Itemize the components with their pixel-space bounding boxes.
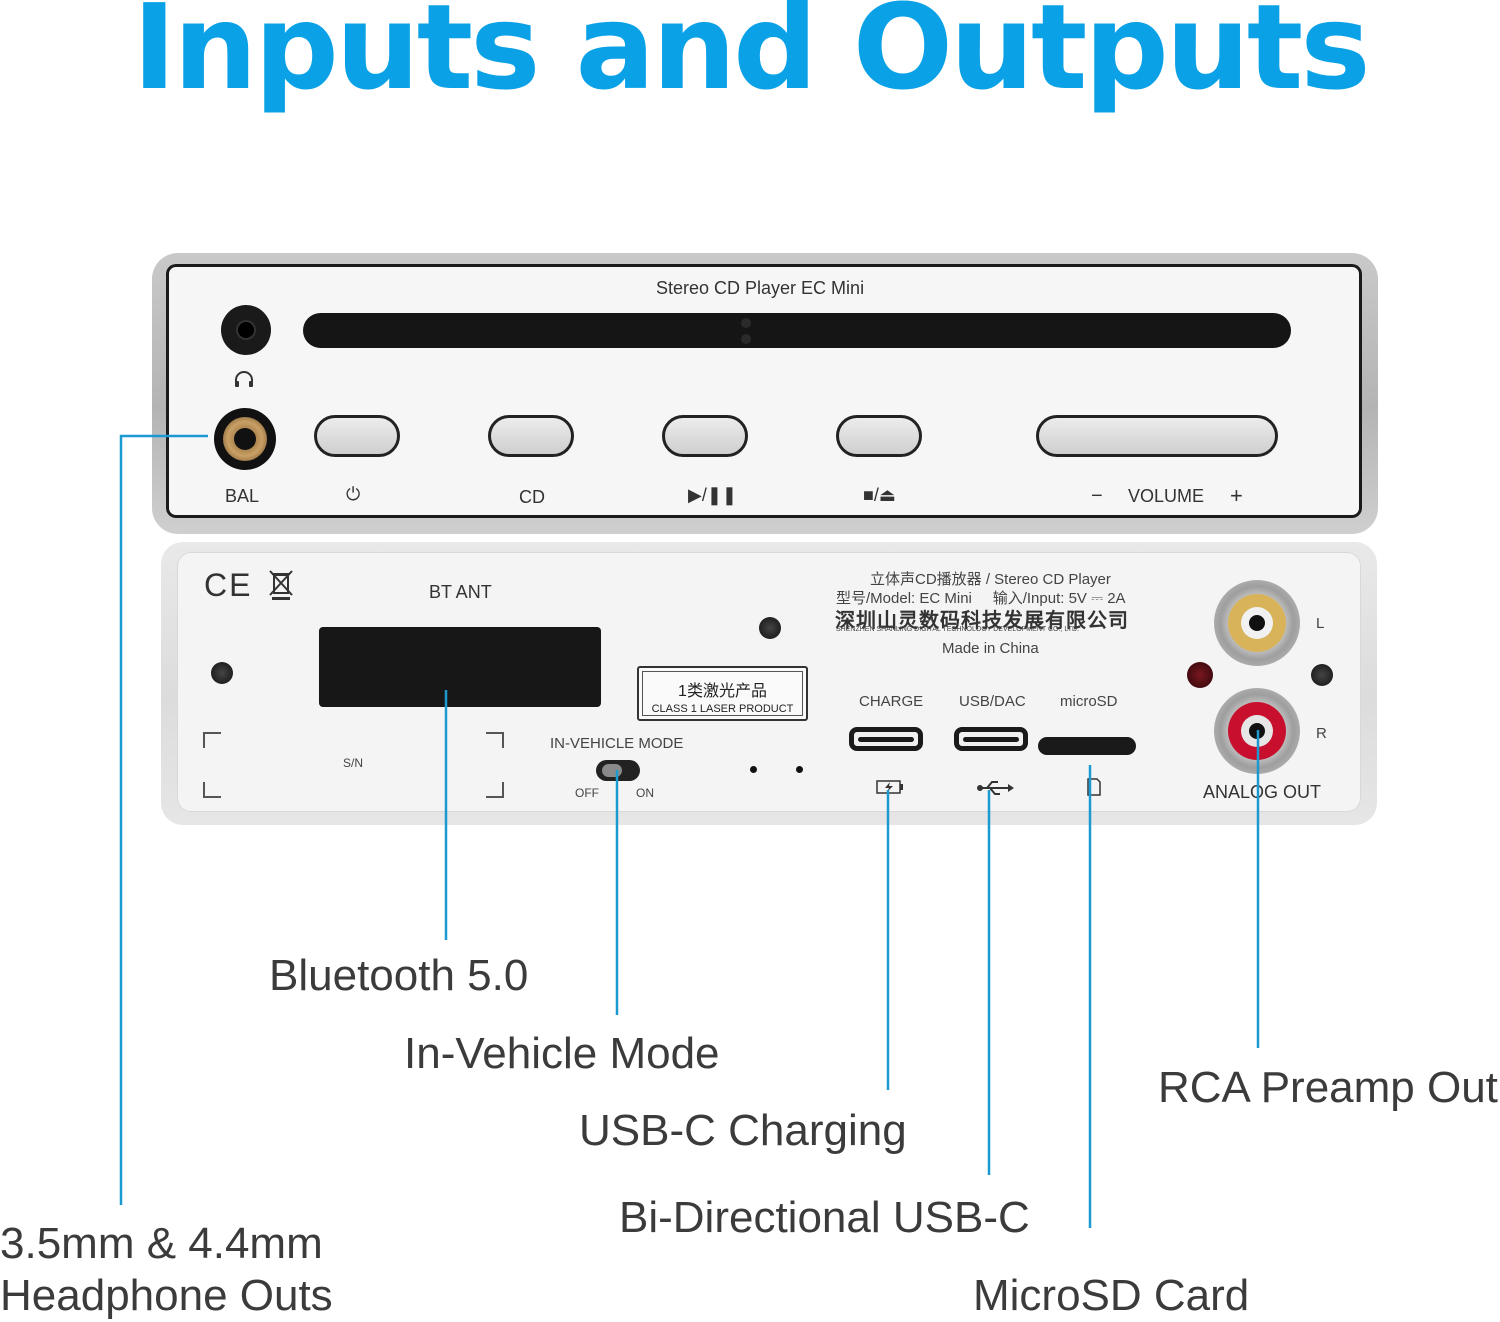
- sn-corner: [203, 732, 221, 748]
- usb-icon: [977, 781, 1014, 795]
- stop-eject-icon: ■/⏏: [863, 485, 896, 505]
- power-button[interactable]: [314, 415, 400, 457]
- company-name-en: SHENZHEN SHANLING DIGITAL TECHNOLOGY DEV…: [836, 626, 1079, 633]
- play-pause-button[interactable]: [662, 415, 748, 457]
- indicator-dot: [796, 766, 803, 773]
- sn-corner: [203, 782, 221, 798]
- volume-rocker[interactable]: [1036, 415, 1278, 457]
- rca-left-output[interactable]: [1214, 580, 1300, 666]
- headphone-jack-4-4mm-balanced[interactable]: [214, 408, 276, 470]
- switch-on-label: ON: [636, 786, 654, 800]
- rca-right-label: R: [1316, 725, 1327, 742]
- callout-bluetooth: Bluetooth 5.0: [269, 951, 529, 1000]
- front-panel-title: Stereo CD Player EC Mini: [656, 278, 865, 298]
- made-in-label: Made in China: [942, 640, 1039, 657]
- bt-ant-label: BT ANT: [429, 582, 492, 602]
- volume-label: VOLUME: [1128, 486, 1205, 506]
- laser-cn: 1类激光产品: [678, 683, 767, 700]
- laser-en: CLASS 1 LASER PRODUCT: [651, 703, 794, 715]
- screw: [1311, 664, 1333, 686]
- usb-dac-label: USB/DAC: [959, 693, 1026, 710]
- company-name-cn: 深圳山灵数码科技发展有限公司: [835, 610, 1129, 632]
- volume-minus-label: −: [1091, 485, 1103, 507]
- sd-card-icon: [1087, 778, 1101, 796]
- headphone-icon: [235, 371, 253, 387]
- sn-label: S/N: [343, 756, 364, 770]
- ce-mark: CE: [204, 567, 253, 603]
- callout-usb-charging: USB-C Charging: [579, 1106, 907, 1155]
- cd-label: CD: [519, 487, 545, 507]
- bal-label: BAL: [225, 486, 260, 506]
- info-line-1: 立体声CD播放器 / Stereo CD Player: [870, 571, 1111, 588]
- screw: [759, 617, 781, 639]
- disc-slot[interactable]: [303, 313, 1291, 348]
- usb-c-charge-port[interactable]: [849, 727, 923, 751]
- info-line-2: 型号/Model: EC Mini 输入/Input: 5V ⎓ 2A: [836, 590, 1126, 607]
- microsd-slot[interactable]: [1038, 737, 1136, 755]
- status-led: [1187, 662, 1213, 688]
- volume-plus-label: +: [1230, 483, 1243, 508]
- rca-left-label: L: [1316, 615, 1325, 632]
- callout-vehicle-mode: In-Vehicle Mode: [404, 1029, 720, 1078]
- callout-microsd: MicroSD Card: [973, 1271, 1250, 1320]
- callout-bidirectional-usb: Bi-Directional USB-C: [619, 1193, 1030, 1242]
- vehicle-mode-label: IN-VEHICLE MODE: [550, 735, 684, 752]
- play-pause-icon: ▶/❚❚: [688, 485, 738, 505]
- front-panel: [152, 253, 1378, 534]
- headphone-callout-line: [119, 434, 208, 1205]
- microsd-label: microSD: [1060, 693, 1118, 710]
- indicator-dot: [750, 766, 757, 773]
- usb-c-dac-port[interactable]: [954, 727, 1028, 751]
- power-icon: ⏻: [346, 484, 361, 504]
- switch-off-label: OFF: [575, 786, 599, 800]
- callout-headphone-line-1: 3.5mm & 4.4mm: [0, 1219, 323, 1268]
- headphone-jack-3-5mm[interactable]: [221, 305, 271, 355]
- weee-bin-icon: [269, 570, 293, 600]
- headline: Inputs and Outputs: [132, 0, 1370, 116]
- laser-class-label: 1类激光产品 CLASS 1 LASER PRODUCT: [637, 666, 808, 721]
- stop-eject-button[interactable]: [836, 415, 922, 457]
- screw: [211, 662, 233, 684]
- charge-label: CHARGE: [859, 693, 924, 710]
- slot-notch: [741, 318, 751, 344]
- callout-rca: RCA Preamp Out: [1158, 1063, 1498, 1112]
- cd-button[interactable]: [488, 415, 574, 457]
- bluetooth-antenna-window: [319, 627, 601, 707]
- callout-headphone-line-2: Headphone Outs: [0, 1271, 333, 1320]
- sn-corner: [486, 782, 504, 798]
- analog-out-label: ANALOG OUT: [1203, 782, 1322, 802]
- sn-corner: [486, 732, 504, 748]
